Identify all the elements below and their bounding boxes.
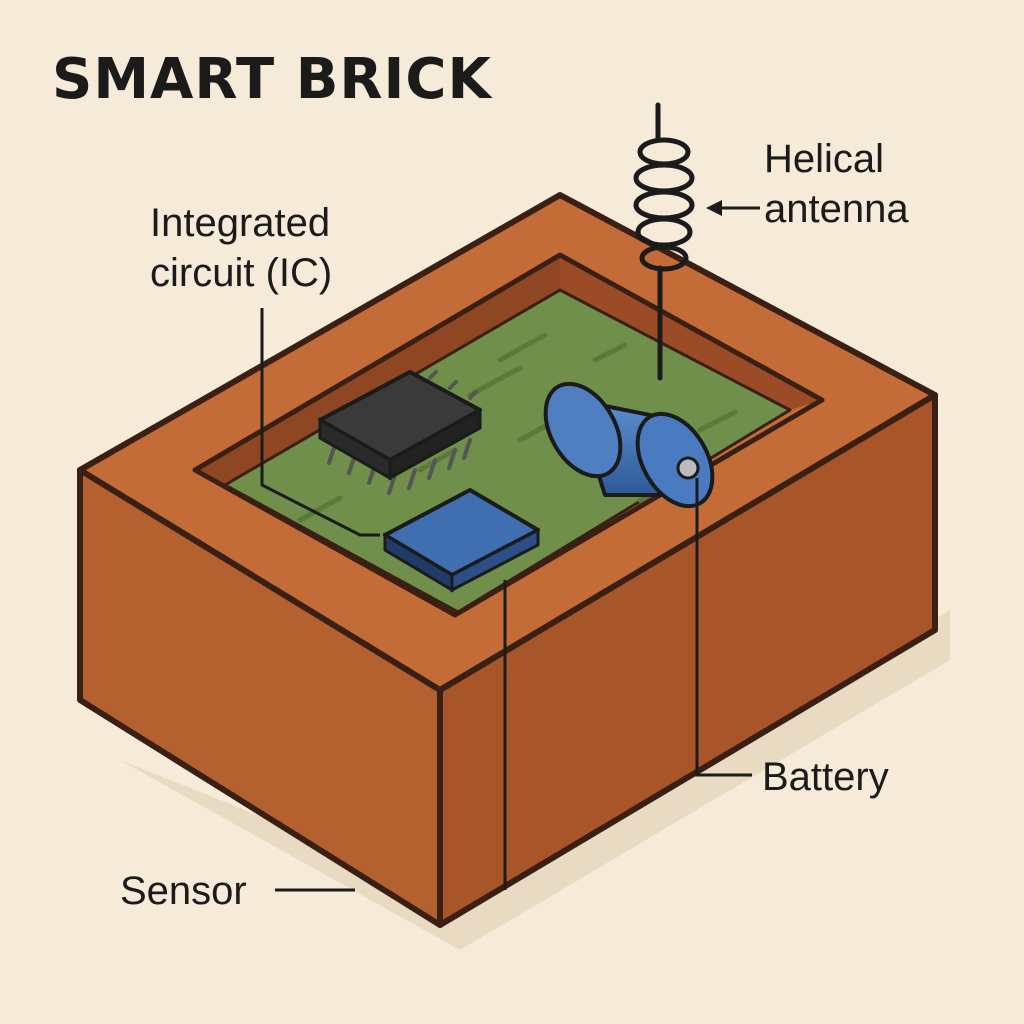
battery [543,381,715,509]
leader-lines [260,206,760,892]
ic-chip-side-right [388,407,482,481]
antenna-label-line-1: Helical [764,137,885,181]
cavity-opening [192,252,825,618]
sensor-chip-side-right [450,527,540,593]
sensor-label: Sensor [120,869,247,913]
antenna-label: Helical antenna [764,134,909,234]
helical-antenna [633,102,695,381]
battery-leader-line [695,478,752,777]
ic-label-line-1: Integrated [150,201,331,245]
antenna-label-line-2: antenna [764,187,909,231]
ground-shadow [120,610,950,950]
ic-label: Integrated circuit (IC) [150,198,332,298]
ic-leader-line [260,308,380,537]
antenna-arrowhead [706,200,722,216]
diagram-title: SMART BRICK [52,47,492,112]
circuit-board [223,288,792,614]
ic-label-line-2: circuit (IC) [150,251,333,295]
battery-label: Battery [762,755,889,799]
cavity-wall-back [195,255,560,485]
